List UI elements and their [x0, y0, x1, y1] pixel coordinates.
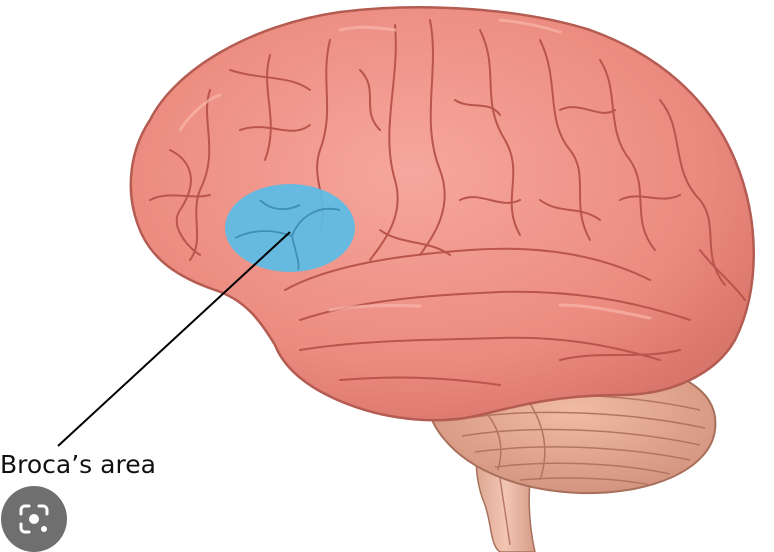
- broca-area-highlight: [225, 184, 355, 272]
- brain-gyri: [149, 19, 746, 386]
- lens-search-icon: [19, 504, 49, 534]
- lens-search-button[interactable]: [1, 486, 67, 552]
- brain-highlights: [178, 18, 652, 320]
- label-leader-line: [57, 231, 291, 447]
- broca-area-label: Broca’s area: [0, 450, 156, 479]
